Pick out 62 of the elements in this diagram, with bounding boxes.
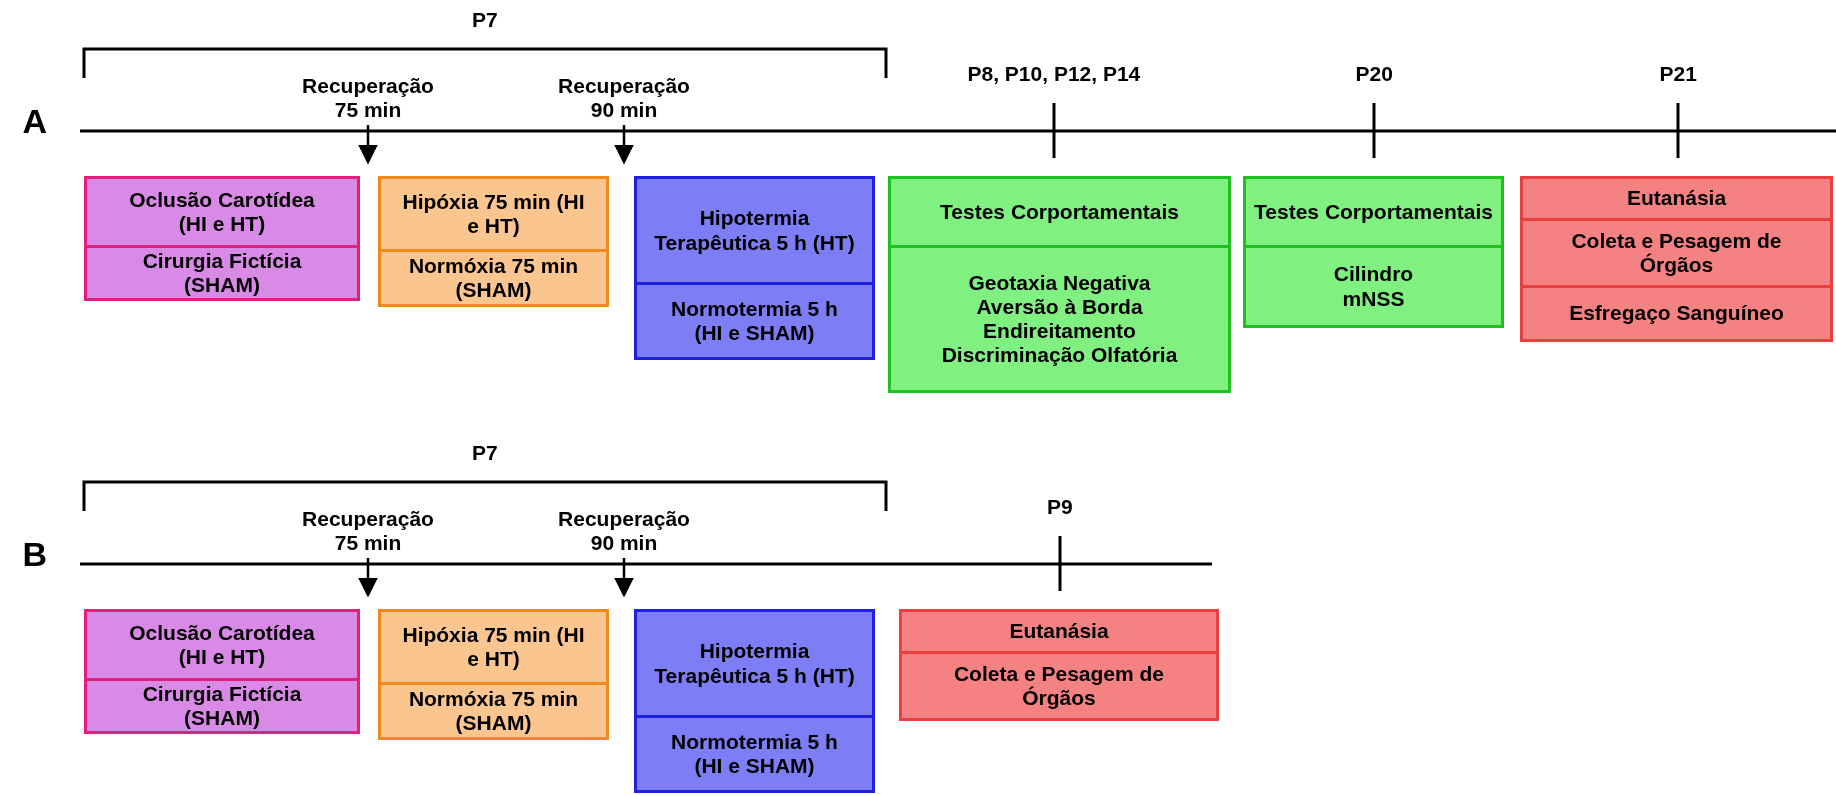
process-box bbox=[84, 609, 360, 681]
box-text: Normotermia 5 h (HI e SHAM) bbox=[670, 729, 839, 779]
process-box bbox=[634, 715, 875, 793]
box-text: Coleta e Pesagem de Órgãos bbox=[952, 661, 1166, 711]
process-box bbox=[1520, 176, 1833, 221]
box-text: Endireitamento bbox=[983, 319, 1136, 344]
box-text: Coleta e Pesagem de Órgãos bbox=[1570, 228, 1783, 278]
box-text: Eutanásia bbox=[1009, 619, 1109, 644]
box-text: Esfregaço Sanguíneo bbox=[1569, 301, 1784, 326]
process-box bbox=[378, 682, 609, 740]
process-box bbox=[1520, 285, 1833, 342]
box-text: Cirurgia Fictícia (SHAM) bbox=[141, 681, 303, 731]
step-label: Recuperação 75 min bbox=[301, 506, 435, 556]
process-box bbox=[899, 609, 1219, 654]
box-text: Testes Corportamentais bbox=[940, 199, 1179, 225]
box-text: Cirurgia Fictícia (SHAM) bbox=[141, 248, 303, 298]
box-text: Aversão à Borda bbox=[976, 294, 1143, 319]
arrow bbox=[614, 558, 634, 598]
timepoint-label: P21 bbox=[1659, 62, 1697, 86]
timepoint-label: P20 bbox=[1355, 62, 1393, 86]
process-box bbox=[634, 282, 875, 360]
box-text: Hipóxia 75 min (HI e HT) bbox=[401, 622, 586, 672]
step-label: Recuperação 90 min bbox=[557, 73, 691, 123]
timepoint-label: P9 bbox=[1047, 495, 1073, 519]
box-text: Hipotermia Terapêutica 5 h (HT) bbox=[653, 206, 856, 255]
arrow bbox=[358, 125, 378, 165]
process-box bbox=[84, 245, 360, 301]
box-text: Normóxia 75 min (SHAM) bbox=[407, 686, 580, 736]
box-text: Testes Corportamentais bbox=[1254, 199, 1493, 225]
process-box bbox=[888, 245, 1231, 393]
box-text: Oclusão Carotídea (HI e HT) bbox=[128, 620, 316, 670]
box-text: Hipotermia Terapêutica 5 h (HT) bbox=[653, 639, 856, 688]
box-text: Eutanásia bbox=[1626, 186, 1727, 211]
box-text: Cilindro bbox=[1333, 262, 1414, 287]
process-box bbox=[634, 609, 875, 718]
process-box bbox=[1243, 176, 1504, 248]
process-box bbox=[888, 176, 1231, 248]
arrow bbox=[614, 125, 634, 165]
box-text: Discriminação Olfatória bbox=[941, 343, 1178, 368]
box-text: Normóxia 75 min (SHAM) bbox=[407, 253, 580, 303]
box-text: Hipóxia 75 min (HI e HT) bbox=[401, 189, 586, 239]
timepoint-label: P8, P10, P12, P14 bbox=[967, 62, 1141, 86]
box-text: mNSS bbox=[1342, 286, 1405, 311]
process-box bbox=[378, 249, 609, 307]
box-text: Normotermia 5 h (HI e SHAM) bbox=[670, 296, 839, 346]
timepoint-label: P7 bbox=[472, 441, 498, 465]
timepoint-label: P7 bbox=[472, 8, 498, 32]
process-box bbox=[378, 609, 609, 685]
step-label: Recuperação 90 min bbox=[557, 506, 691, 556]
panel-label: B bbox=[22, 535, 48, 574]
process-box bbox=[84, 176, 360, 248]
process-box bbox=[378, 176, 609, 252]
panel-label: A bbox=[22, 102, 48, 141]
process-box bbox=[1243, 245, 1504, 328]
arrow bbox=[358, 558, 378, 598]
process-box bbox=[1520, 218, 1833, 288]
box-text: Oclusão Carotídea (HI e HT) bbox=[128, 187, 316, 237]
step-label: Recuperação 75 min bbox=[301, 73, 435, 123]
process-box bbox=[84, 678, 360, 734]
process-box bbox=[634, 176, 875, 285]
box-text: Geotaxia Negativa bbox=[968, 270, 1151, 295]
process-box bbox=[899, 651, 1219, 721]
